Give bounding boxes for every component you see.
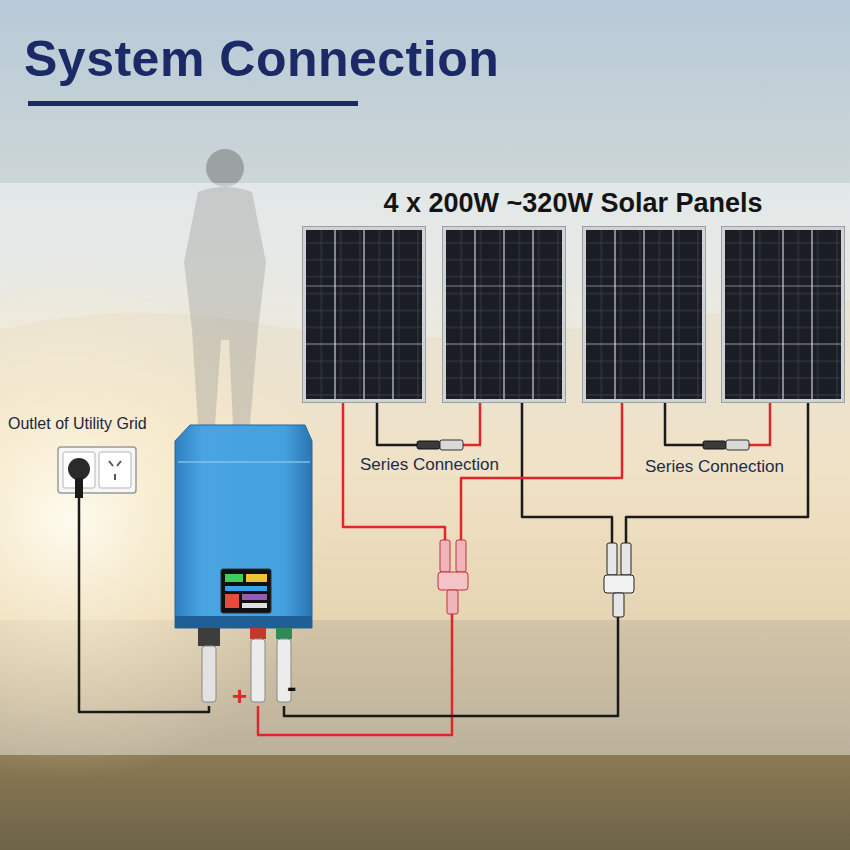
terminal-sign: + (232, 681, 247, 712)
positive-terminal (250, 628, 266, 639)
mc4-plug (417, 441, 440, 449)
solar-array: 4 x 200W ~320W Solar Panels (298, 188, 848, 403)
panel-wire (626, 403, 808, 545)
combiner-output (447, 590, 458, 614)
socket-slot (109, 461, 113, 466)
solar-panel (721, 226, 845, 403)
solar-panel (442, 226, 566, 403)
screen-readout (242, 594, 267, 600)
screen-readout (225, 586, 267, 591)
inverter-body (175, 425, 312, 628)
inverter-base (175, 616, 312, 628)
panel-wire (377, 403, 418, 445)
grid-tie-inverter: +- (170, 420, 315, 706)
combiner-input (621, 543, 631, 575)
mc4-connector (251, 639, 265, 702)
mc4-plug (703, 441, 726, 449)
screen-readout (246, 574, 267, 582)
ac-connector (202, 646, 216, 702)
combiner-body (604, 575, 634, 593)
panel-wire (462, 403, 480, 445)
mc4-socket (440, 440, 463, 450)
plug (68, 458, 90, 480)
solar-panel (302, 226, 426, 403)
combiner-input (440, 540, 450, 572)
grid-outlet: Outlet of Utility Grid (5, 412, 187, 498)
negative-wire (284, 403, 618, 716)
connection-label: Series Connection (645, 457, 784, 477)
black-branch-combiner (604, 543, 634, 617)
outlet-label: Outlet of Utility Grid (8, 415, 147, 433)
ac-gland (198, 628, 220, 646)
combiner-input (607, 543, 617, 575)
screen-readout (225, 574, 243, 582)
solar-panel (582, 226, 706, 403)
panel-wire (748, 403, 770, 445)
connector-group (79, 403, 618, 735)
plug-cable (75, 478, 83, 498)
panel-wire (665, 403, 704, 445)
combiner-input (456, 540, 466, 572)
translucent-band (0, 183, 850, 755)
socket-slot (114, 474, 116, 480)
socket-slot (117, 461, 121, 466)
socket (99, 452, 131, 488)
positive-wire (258, 403, 452, 735)
mc4-socket (726, 440, 749, 450)
terminal-sign: - (287, 672, 296, 704)
inverter-ridge (178, 461, 310, 463)
mc4-series-connector (417, 440, 749, 450)
screen-readout (242, 603, 267, 608)
connection-label: Series Connection (360, 455, 499, 475)
combiner-body (438, 572, 468, 590)
negative-terminal (276, 628, 292, 639)
red-branch-combiner (438, 540, 468, 614)
inverter-screen (221, 569, 271, 613)
grid-outlet-symbol (58, 447, 136, 498)
outlet-plate (58, 447, 136, 493)
screen-readout (225, 594, 239, 608)
combiner-output (613, 593, 624, 617)
title-underline (28, 101, 358, 106)
inverter-symbol (175, 425, 312, 702)
ac-cable (79, 498, 209, 712)
diagram-title: System Connection (24, 30, 499, 88)
array-heading: 4 x 200W ~320W Solar Panels (298, 188, 848, 219)
